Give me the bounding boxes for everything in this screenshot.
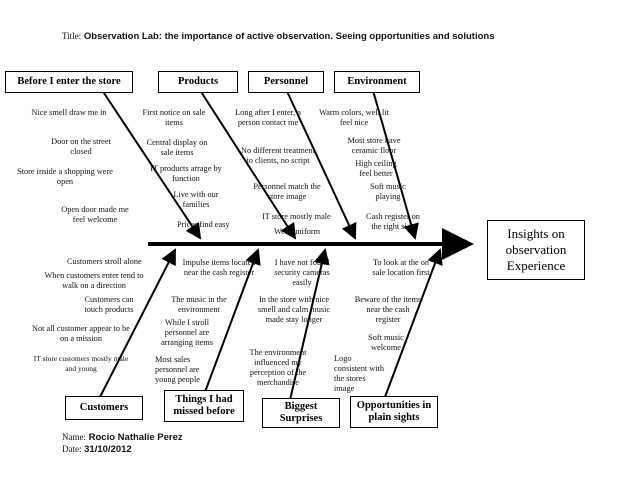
author-line: Name: Rocio Nathalie Perez <box>62 432 183 443</box>
title-key: Title: <box>62 31 82 41</box>
note-environment-4: Soft music playing <box>370 182 406 201</box>
note-missed-4: Most sales personnel are young people <box>155 355 200 384</box>
bone-products <box>197 86 297 240</box>
note-surprises-1: I have not found security cameras easily <box>274 258 330 287</box>
note-products-3: IT products arrage by function <box>150 164 222 183</box>
category-surprises: Biggest Surprises <box>262 398 340 428</box>
note-products-1: First notice on sale items <box>142 108 206 127</box>
date-key: Date: <box>62 444 82 454</box>
bone-before-store <box>99 86 202 240</box>
note-before-2: Door on the street closed <box>51 137 111 156</box>
date-line: Date: 31/10/2012 <box>62 444 132 455</box>
note-surprises-2: In the store with nice smell and calm mu… <box>257 295 331 324</box>
note-missed-2: The music in the environment <box>171 295 227 314</box>
note-products-2: Central display on sale items <box>146 138 208 157</box>
note-personnel-3: Personnel match the store image <box>253 182 321 201</box>
note-customers-3: Customers can touch products <box>84 295 134 314</box>
note-products-4: Live with our families <box>173 190 219 209</box>
note-customers-4: Not all customer appear to be on a missi… <box>32 324 130 343</box>
note-missed-3: While I stroll personnel are arranging i… <box>161 318 213 347</box>
note-personnel-5: Wear uniform <box>274 227 321 236</box>
note-personnel-1: Long after I enter, a person contact me <box>235 108 301 127</box>
note-products-5: Prices find easy <box>177 220 230 229</box>
note-customers-2: When customers enter tend to walk on a d… <box>44 271 144 290</box>
author-name: Rocio Nathalie Perez <box>88 432 183 443</box>
category-customers: Customers <box>65 396 143 420</box>
note-personnel-2: No different treatment to clients, no sc… <box>240 146 316 165</box>
name-key: Name: <box>62 432 86 442</box>
category-before-store: Before I enter the store <box>5 71 133 93</box>
note-customers-5: IT store customers mostly male and young <box>33 354 129 373</box>
note-opportunities-2: Beware of the items near the cash regist… <box>354 295 422 324</box>
note-opportunities-4: Logo consistent with the stores image <box>334 354 385 393</box>
bone-environment <box>371 86 419 240</box>
category-personnel: Personnel <box>248 71 324 93</box>
category-missed: Things I had missed before <box>164 390 244 422</box>
category-environment: Environment <box>334 71 420 93</box>
bone-customers <box>99 248 176 398</box>
note-environment-5: Cash register on the right side <box>366 212 420 231</box>
page-title: Title: Observation Lab: the importance o… <box>62 31 495 42</box>
note-customers-1: Customers stroll alone <box>67 257 142 266</box>
note-before-3: Store inside a shopping were open <box>17 167 113 186</box>
note-opportunities-3: Soft music welcome <box>368 333 404 352</box>
note-surprises-3: The environment influenced my perception… <box>249 348 307 387</box>
category-products: Products <box>158 71 238 93</box>
note-before-1: Nice smell draw me in <box>31 108 107 117</box>
category-opportunities: Opportunities in plain sights <box>350 396 438 428</box>
note-environment-2: Most store have ceramic floor <box>347 136 401 155</box>
note-opportunities-1: To look at the on sale location first <box>372 258 430 277</box>
bone-personnel <box>284 86 357 240</box>
note-environment-1: Warm colors, well lit feel nice <box>319 108 389 127</box>
bone-opportunities <box>384 248 443 398</box>
note-personnel-4: IT store mostly male <box>262 212 331 221</box>
bone-surprises <box>289 248 330 401</box>
bone-missed <box>204 248 261 393</box>
effect-box: Insights on observation Experience <box>487 220 585 280</box>
note-missed-1: Impulse items located near the cash regi… <box>182 258 256 277</box>
date-value: 31/10/2012 <box>84 444 132 455</box>
title-text: Observation Lab: the importance of activ… <box>83 31 495 42</box>
note-before-4: Open door made me feel welcome <box>61 205 129 224</box>
note-environment-3: High ceiling feel better <box>355 159 397 178</box>
